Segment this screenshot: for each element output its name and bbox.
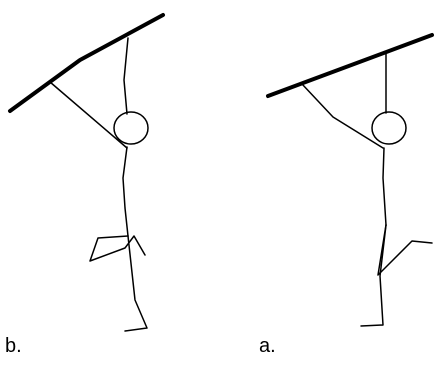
panel-a-left-arm bbox=[301, 83, 384, 149]
panel-a-label: a. bbox=[259, 335, 276, 357]
panel-b-label: b. bbox=[5, 335, 22, 357]
panel-b-figure bbox=[8, 13, 165, 332]
panel-b-bar bbox=[8, 13, 165, 113]
panel-a-bar bbox=[266, 33, 434, 98]
panel-b-leg-straight bbox=[124, 235, 148, 332]
panel-a-head bbox=[371, 111, 407, 145]
panel-a-leg-bent bbox=[377, 224, 433, 276]
panel-b-right-arm bbox=[123, 37, 129, 115]
panel-b-torso bbox=[122, 146, 129, 237]
panel-a-leg-straight bbox=[360, 224, 387, 327]
panel-b-leg-bent bbox=[89, 235, 146, 262]
panel-a-torso bbox=[382, 147, 387, 226]
panel-b-head bbox=[113, 111, 149, 145]
panel-b-left-arm bbox=[49, 81, 128, 149]
panel-a-figure bbox=[266, 33, 434, 327]
